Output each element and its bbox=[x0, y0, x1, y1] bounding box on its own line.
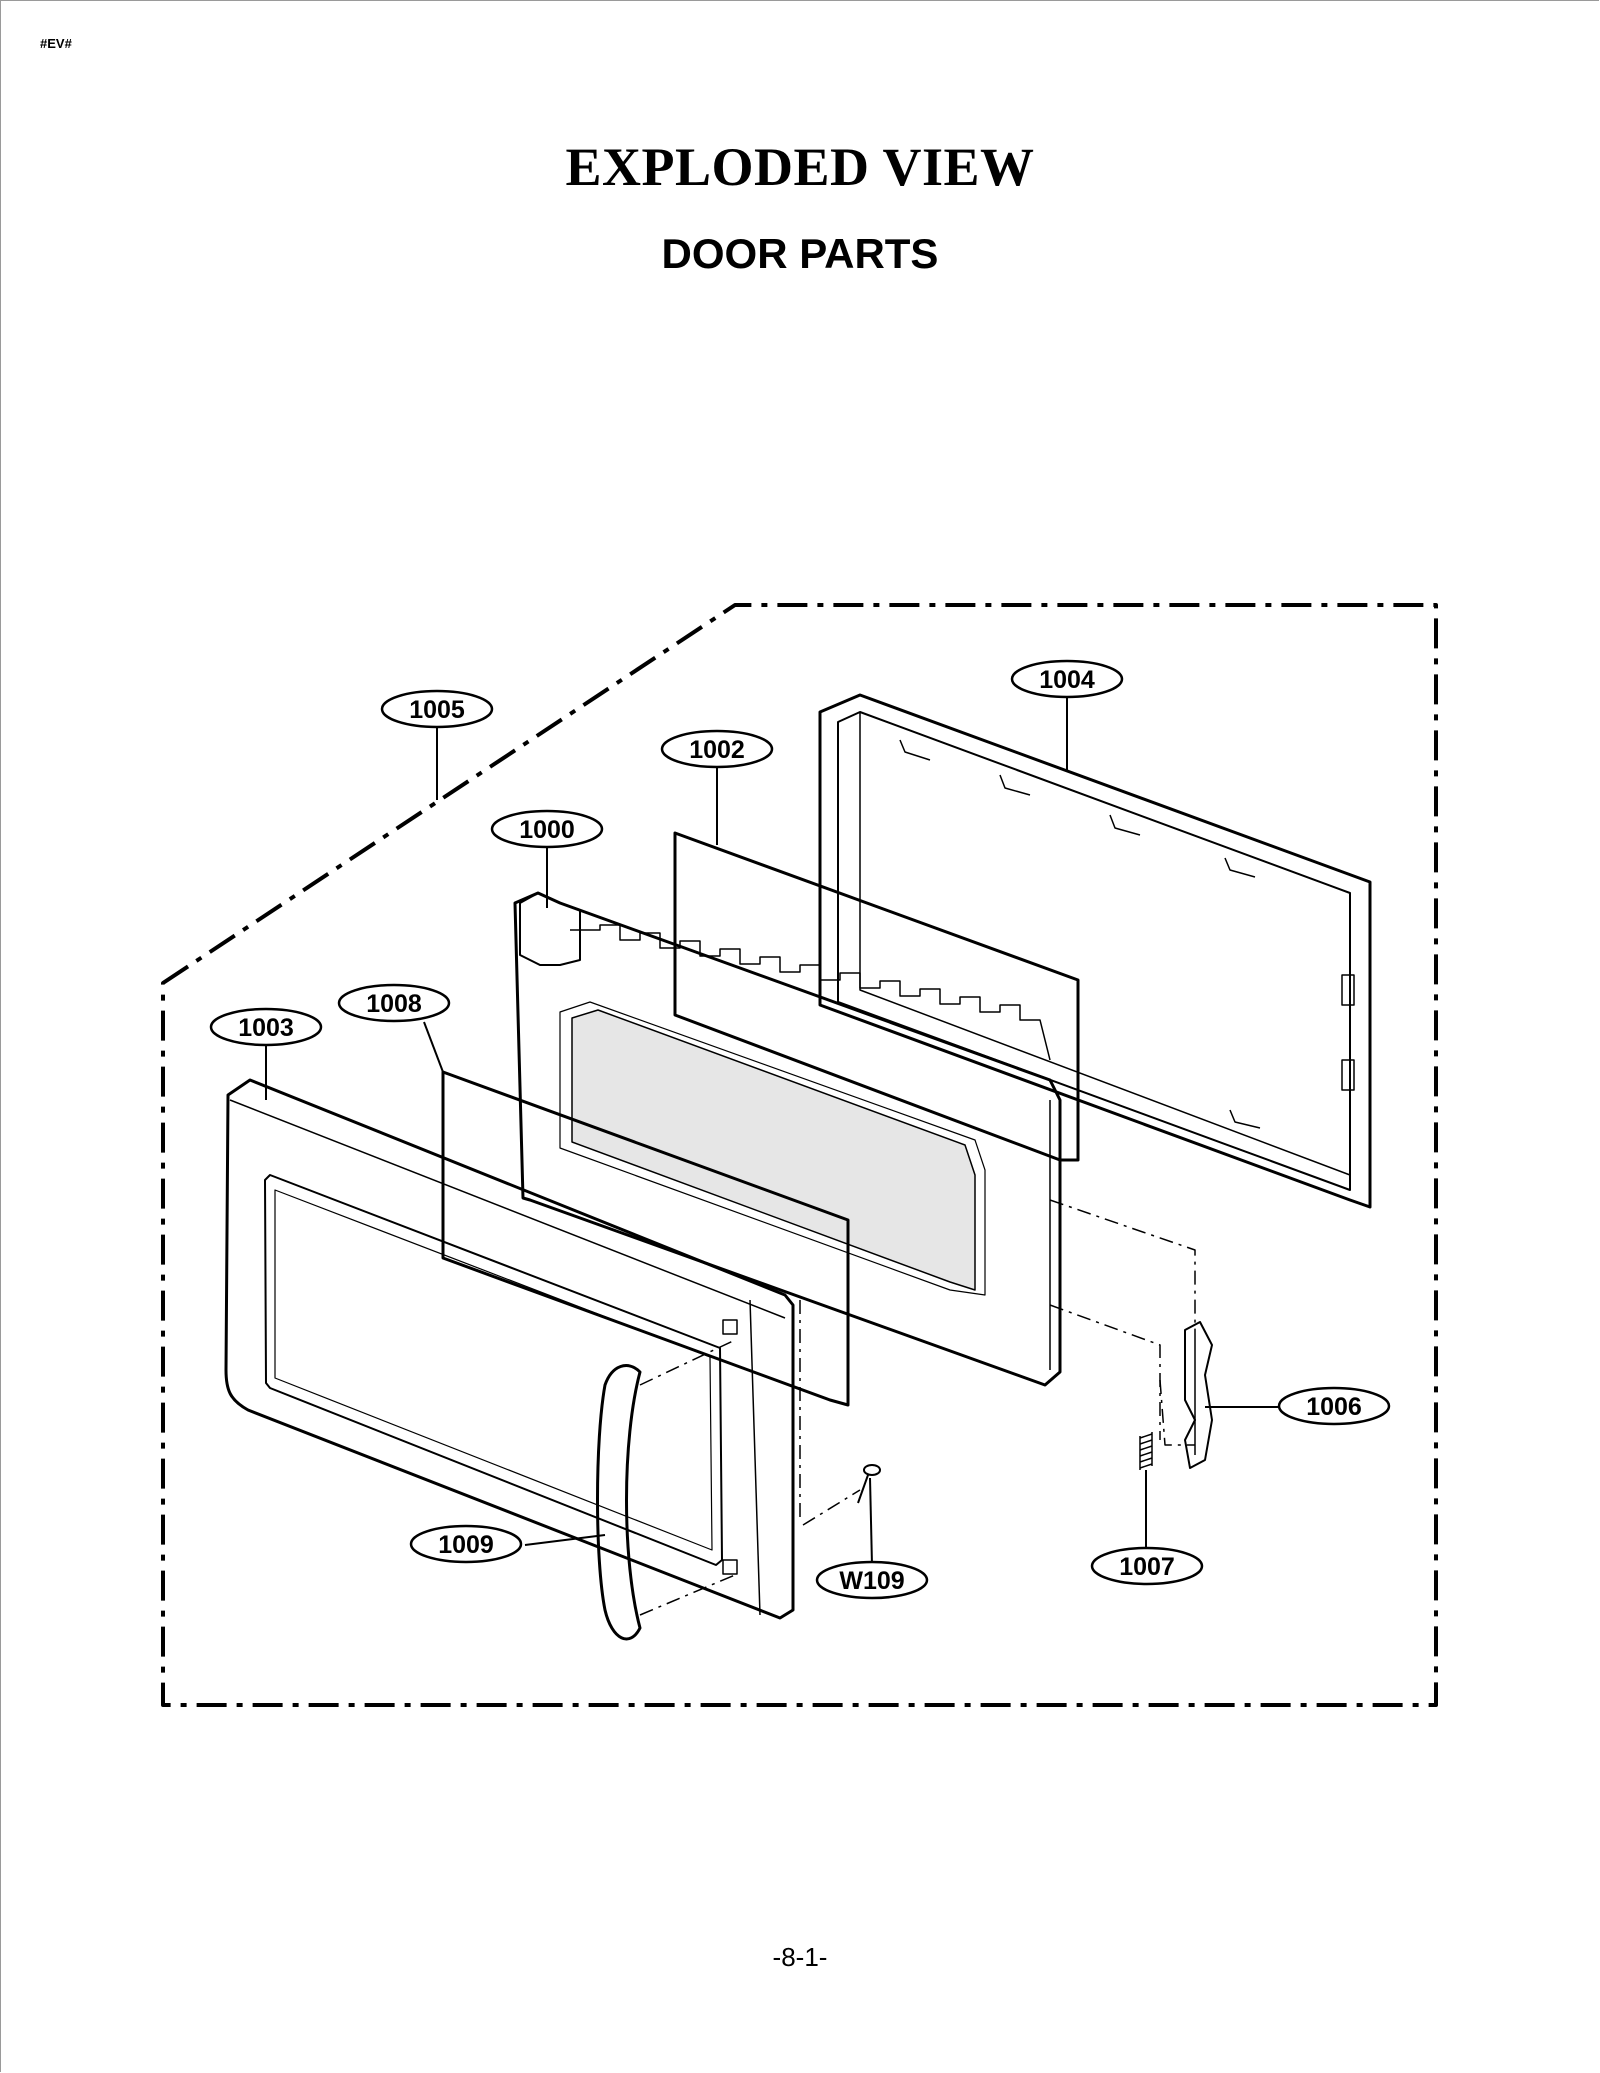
page-number: -8-1- bbox=[772, 1942, 828, 1972]
callout-w109: W109 bbox=[839, 1567, 904, 1595]
assembly-guide-lines bbox=[639, 1199, 1196, 1616]
callout-1005: 1005 bbox=[409, 696, 465, 724]
callout-1006: 1006 bbox=[1306, 1393, 1362, 1421]
part-1008-screen bbox=[441, 1070, 850, 1407]
page-title: EXPLODED VIEW bbox=[565, 137, 1035, 197]
callout-1008: 1008 bbox=[366, 990, 422, 1018]
part-1009-handle bbox=[596, 1364, 642, 1641]
part-1004-frame bbox=[818, 693, 1372, 1209]
part-1000-door-frame bbox=[513, 891, 1062, 1387]
leader-lines bbox=[265, 697, 1280, 1566]
part-1007-spring bbox=[1139, 1432, 1153, 1470]
callout-1007: 1007 bbox=[1119, 1553, 1175, 1581]
callout-1002: 1002 bbox=[689, 736, 745, 764]
part-1003-outer-door bbox=[224, 1078, 795, 1620]
assembly-boundary bbox=[161, 603, 1438, 1707]
corner-tag: #EV# bbox=[40, 36, 72, 51]
callout-1004: 1004 bbox=[1039, 666, 1095, 694]
part-1002-panel bbox=[673, 831, 1080, 1162]
callout-ovals bbox=[209, 659, 1391, 1600]
callout-1000: 1000 bbox=[519, 816, 575, 844]
callout-1003: 1003 bbox=[238, 1014, 294, 1042]
part-w109-screw bbox=[857, 1464, 881, 1504]
part-1006-latch bbox=[1184, 1321, 1213, 1469]
door-window-mesh bbox=[571, 1009, 976, 1291]
callout-1009: 1009 bbox=[438, 1531, 494, 1559]
page-subtitle: DOOR PARTS bbox=[661, 230, 939, 277]
